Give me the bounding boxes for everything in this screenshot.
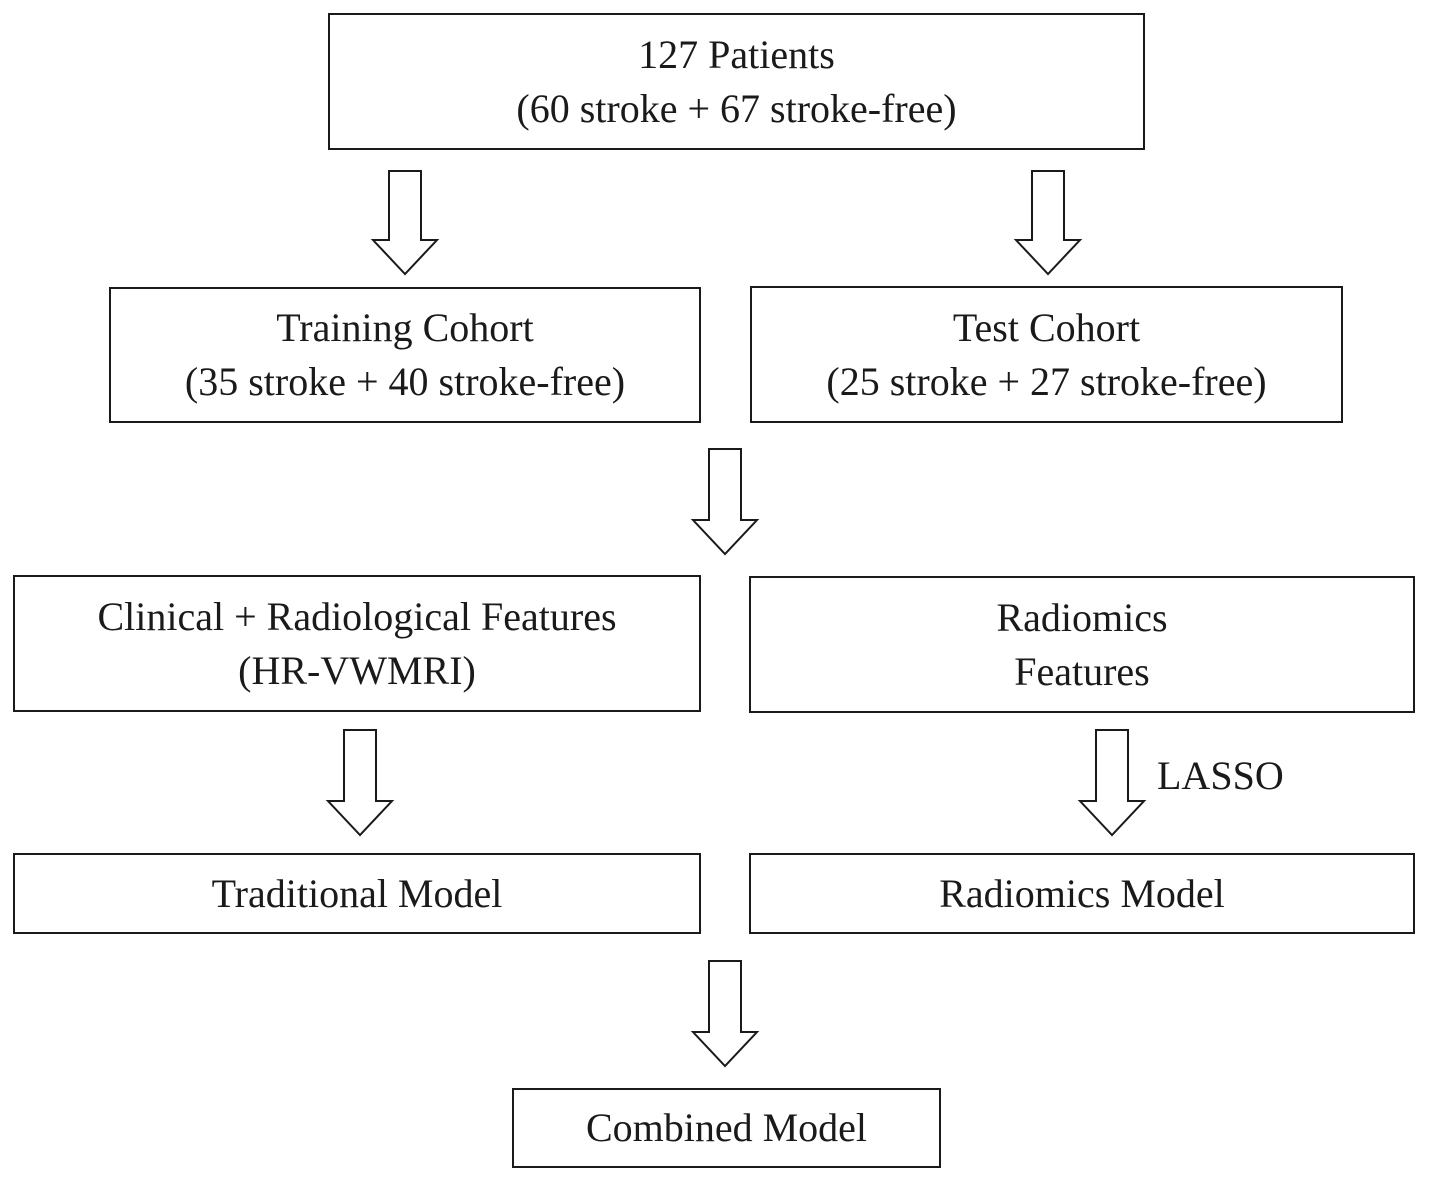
combined-model-label: Combined Model [585,1105,868,1150]
arrow-cohorts-to-features [690,448,760,556]
training-cohort-title: Training Cohort [276,305,534,350]
radiomics-features-box: Radiomics Features [749,576,1415,713]
arrow-patients-to-test [1013,170,1083,276]
arrow-patients-to-training [370,170,440,276]
radiomics-model-label: Radiomics Model [939,870,1225,916]
patients-title: 127 Patients [638,31,835,77]
radiomics-features-line2: Features [1014,648,1150,694]
combined-model-box: Combined Model [512,1088,941,1168]
patients-detail: (60 stroke + 67 stroke-free) [516,85,957,131]
radiomics-model-box: Radiomics Model [749,853,1415,934]
arrow-clinical-to-traditional [325,729,395,837]
training-cohort-box: Training Cohort (35 stroke + 40 stroke-f… [109,287,701,423]
arrow-radiomics-to-model [1077,729,1147,837]
patients-box: 127 Patients (60 stroke + 67 stroke-free… [328,13,1145,150]
arrow-models-to-combined [690,960,760,1068]
lasso-label: LASSO [1157,753,1284,798]
test-cohort-box: Test Cohort (25 stroke + 27 stroke-free) [750,286,1343,423]
test-cohort-detail: (25 stroke + 27 stroke-free) [826,358,1267,404]
radiomics-features-line1: Radiomics [996,594,1168,640]
clinical-features-detail: (HR-VWMRI) [238,647,476,693]
traditional-model-label: Traditional Model [211,870,503,916]
clinical-features-title: Clinical + Radiological Features [97,593,617,639]
training-cohort-detail: (35 stroke + 40 stroke-free) [184,359,626,404]
traditional-model-box: Traditional Model [13,853,701,934]
clinical-features-box: Clinical + Radiological Features (HR-VWM… [13,575,701,712]
test-cohort-title: Test Cohort [952,304,1141,350]
